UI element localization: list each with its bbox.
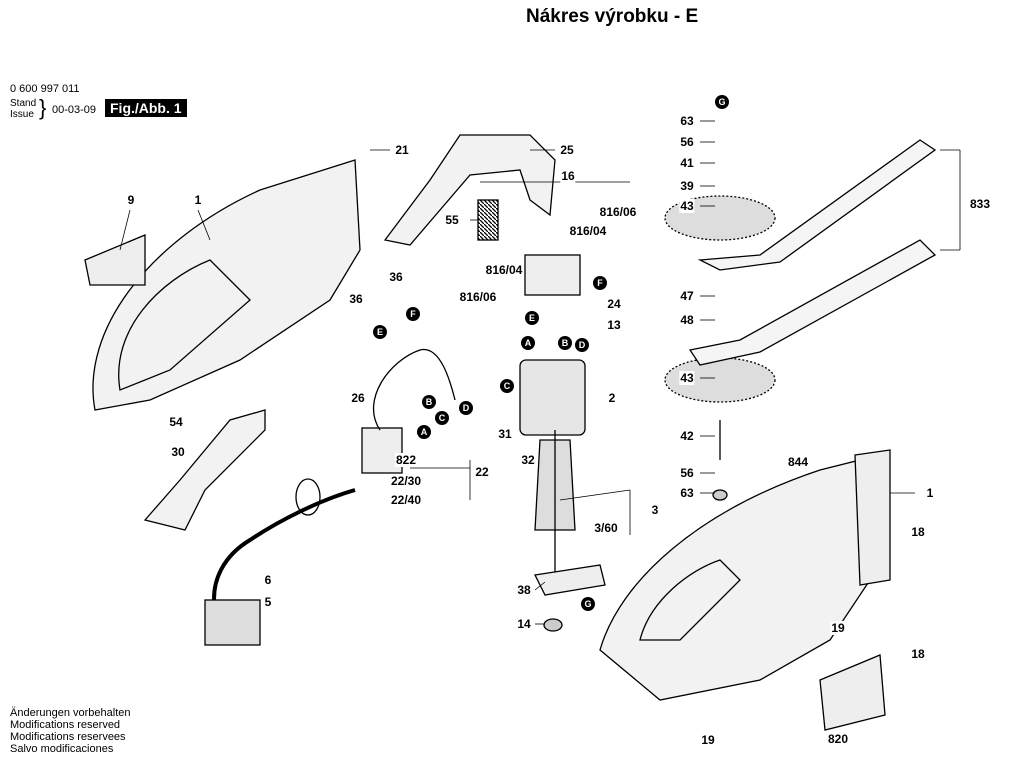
connector-marker: D xyxy=(459,401,473,415)
bearing-14 xyxy=(543,618,563,632)
figure-label: Fig./Abb. 1 xyxy=(105,99,187,117)
connector-marker: B xyxy=(422,395,436,409)
part-callout: 3/60 xyxy=(593,521,619,535)
brush-holder xyxy=(524,254,581,296)
stand-label: Stand xyxy=(10,98,37,109)
label-820 xyxy=(819,654,886,731)
connector-marker: D xyxy=(575,338,589,352)
label-9 xyxy=(84,234,146,286)
part-callout: 16 xyxy=(560,169,576,183)
guard xyxy=(143,409,266,531)
part-callout: 22/40 xyxy=(389,493,423,507)
blade-bottom xyxy=(688,239,937,366)
part-callout: 25 xyxy=(559,143,575,157)
connector-marker: B xyxy=(558,336,572,350)
cable xyxy=(212,488,356,611)
connector-marker: A xyxy=(521,336,535,350)
part-callout: 9 xyxy=(126,193,136,207)
part-callout: 36 xyxy=(388,270,404,284)
part-callout: 48 xyxy=(679,313,695,327)
part-callout: 43 xyxy=(679,199,695,213)
part-callout: 41 xyxy=(679,156,695,170)
part-callout: 833 xyxy=(968,197,992,211)
plate xyxy=(534,564,606,596)
part-callout: 816/06 xyxy=(598,205,638,219)
connector-marker: F xyxy=(593,276,607,290)
part-callout: 6 xyxy=(263,573,273,587)
part-callout: 5 xyxy=(263,595,273,609)
stator xyxy=(519,359,586,436)
part-callout: 14 xyxy=(516,617,532,631)
leader-lines xyxy=(119,120,961,625)
part-callout: 56 xyxy=(679,135,695,149)
part-callout: 38 xyxy=(516,583,532,597)
part-callout: 816/06 xyxy=(458,290,498,304)
note: Modifications reserved xyxy=(10,719,121,731)
spring xyxy=(477,199,499,241)
part-callout: 31 xyxy=(497,427,513,441)
blade-top xyxy=(697,139,937,271)
brace: } xyxy=(39,95,47,120)
connector-marker: E xyxy=(525,311,539,325)
part-callout: 844 xyxy=(786,455,810,469)
part-callout: 43 xyxy=(679,371,695,385)
part-callout: 19 xyxy=(830,621,846,635)
part-callout: 18 xyxy=(910,525,926,539)
part-callout: 22/30 xyxy=(389,474,423,488)
housing-right-window xyxy=(639,559,741,641)
cable-loop xyxy=(295,478,321,516)
page-title: Nákres výrobku - E xyxy=(526,6,699,27)
plug xyxy=(204,599,261,646)
part-callout: 26 xyxy=(350,391,366,405)
cover-plate xyxy=(854,449,891,586)
note: Modifications reservees xyxy=(10,731,126,743)
connector-marker: G xyxy=(581,597,595,611)
part-callout: 55 xyxy=(444,213,460,227)
part-callout: 42 xyxy=(679,429,695,443)
part-callout: 2 xyxy=(607,391,617,405)
part-callout: 56 xyxy=(679,466,695,480)
part-callout: 820 xyxy=(826,732,850,746)
housing-left-inner xyxy=(118,259,251,391)
part-callout: 32 xyxy=(520,453,536,467)
part-callout: 816/04 xyxy=(484,263,524,277)
part-callout: 13 xyxy=(606,318,622,332)
note: Änderungen vorbehalten xyxy=(10,707,131,719)
note: Salvo modificaciones xyxy=(10,743,114,755)
part-callout: 36 xyxy=(348,292,364,306)
part-callout: 54 xyxy=(168,415,184,429)
part-number: 0 600 997 011 xyxy=(10,83,80,95)
part-callout: 22 xyxy=(474,465,490,479)
part-callout: 816/04 xyxy=(568,224,608,238)
part-callout: 21 xyxy=(394,143,410,157)
part-callout: 1 xyxy=(925,486,935,500)
housing-left xyxy=(92,159,361,411)
part-callout: 822 xyxy=(394,453,418,467)
part-callout: 19 xyxy=(700,733,716,747)
part-callout: 47 xyxy=(679,289,695,303)
handle xyxy=(383,134,556,246)
connector-marker: F xyxy=(406,307,420,321)
part-callout: 30 xyxy=(170,445,186,459)
part-callout: 39 xyxy=(679,179,695,193)
part-callout: 63 xyxy=(679,486,695,500)
part-callout: 1 xyxy=(193,193,203,207)
connector-marker: G xyxy=(715,95,729,109)
part-callout: 63 xyxy=(679,114,695,128)
connector-marker: C xyxy=(500,379,514,393)
notes: Änderungen vorbehalten Modifications res… xyxy=(10,707,130,755)
issue-date: 00-03-09 xyxy=(52,104,97,116)
wires xyxy=(373,349,456,431)
connector-marker: E xyxy=(373,325,387,339)
part-callout: 3 xyxy=(650,503,660,517)
connector-marker: C xyxy=(435,411,449,425)
housing-right xyxy=(599,459,871,701)
part-callout: 18 xyxy=(910,647,926,661)
connector-marker: A xyxy=(417,425,431,439)
issue-label: Issue xyxy=(10,109,34,120)
part-callout: 24 xyxy=(606,297,622,311)
